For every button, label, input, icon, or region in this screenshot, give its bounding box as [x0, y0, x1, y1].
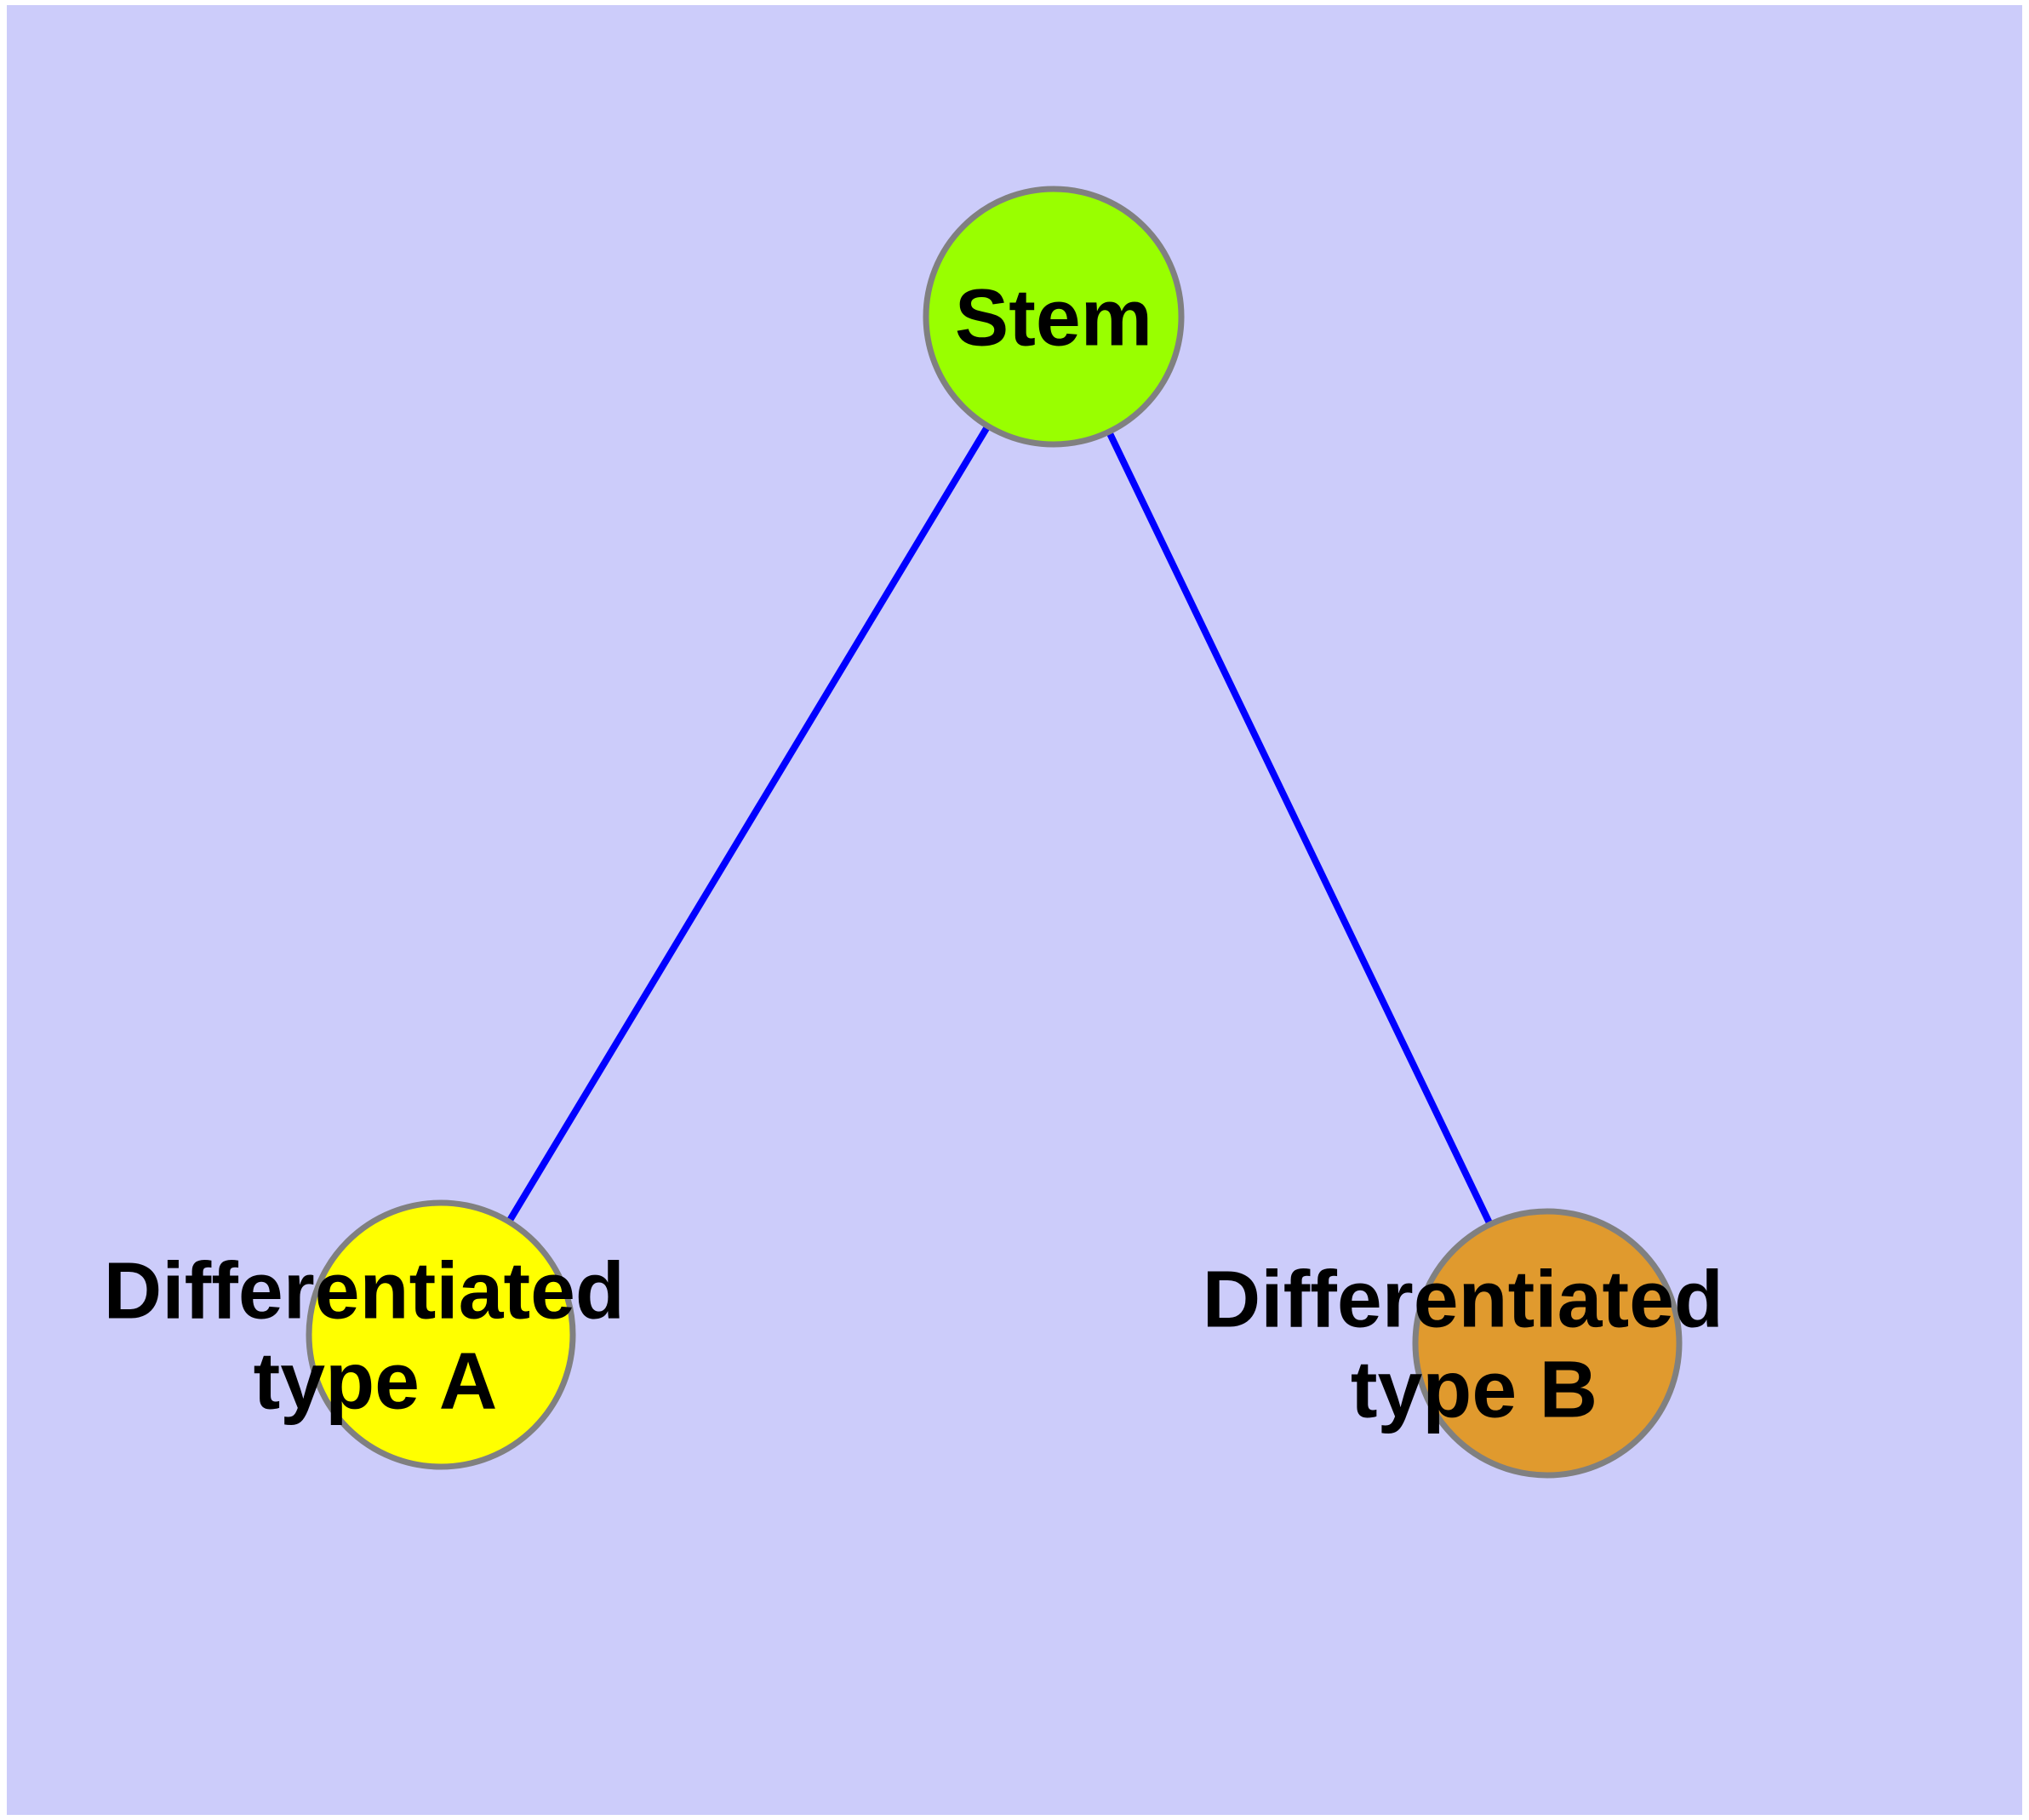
nodes-layer: Stem Differentiated type A Differentiate…: [104, 186, 1746, 1479]
node-diff-b-label-line-1: Differentiated: [1203, 1254, 1723, 1344]
node-diff-b-circle[interactable]: [1412, 1208, 1683, 1479]
node-stem[interactable]: Stem: [923, 186, 1185, 448]
edge-stem-to-diff-b[interactable]: [1050, 315, 1551, 1345]
edges-layer: [437, 314, 1551, 1345]
node-diff-a-circle[interactable]: [306, 1199, 576, 1470]
node-diff-b[interactable]: Differentiated type B: [1203, 1208, 1746, 1479]
node-stem-circle[interactable]: [923, 186, 1185, 448]
node-diff-a-label: Differentiated type A: [104, 1245, 648, 1426]
node-diff-b-label-line-2: type B: [1351, 1344, 1597, 1434]
node-diff-a[interactable]: Differentiated type A: [104, 1199, 648, 1470]
node-stem-label-line-1: Stem: [955, 272, 1152, 363]
node-diff-a-label-line-1: Differentiated: [104, 1245, 625, 1336]
edge-stem-to-diff-a[interactable]: [437, 314, 1057, 1337]
node-diff-b-label: Differentiated type B: [1203, 1254, 1746, 1434]
node-diff-a-label-line-2: type A: [254, 1336, 498, 1426]
node-stem-label: Stem: [955, 272, 1152, 363]
